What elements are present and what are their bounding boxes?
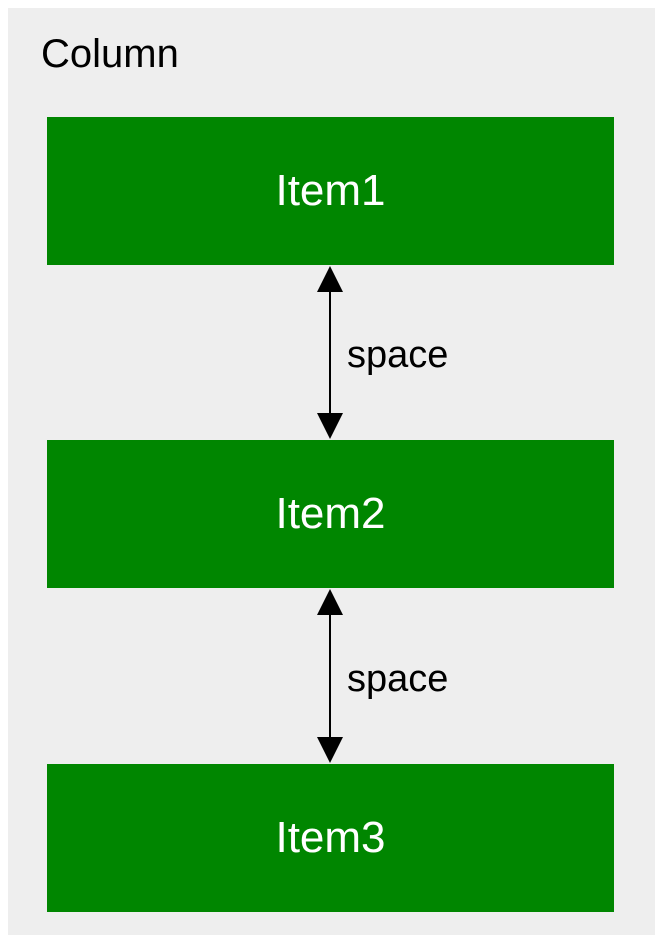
column-title: Column (41, 32, 179, 76)
item-label-3: Item3 (275, 813, 386, 862)
item-box-3: Item3 (47, 764, 614, 912)
item-box-2: Item2 (47, 440, 614, 588)
space-label-1: space (347, 334, 449, 376)
item-label-2: Item2 (275, 489, 386, 538)
item-box-1: Item1 (47, 117, 614, 265)
item-label-1: Item1 (275, 166, 386, 215)
column-container: Column Item1 Item2 Item3 (8, 8, 655, 935)
space-label-2: space (347, 658, 449, 700)
